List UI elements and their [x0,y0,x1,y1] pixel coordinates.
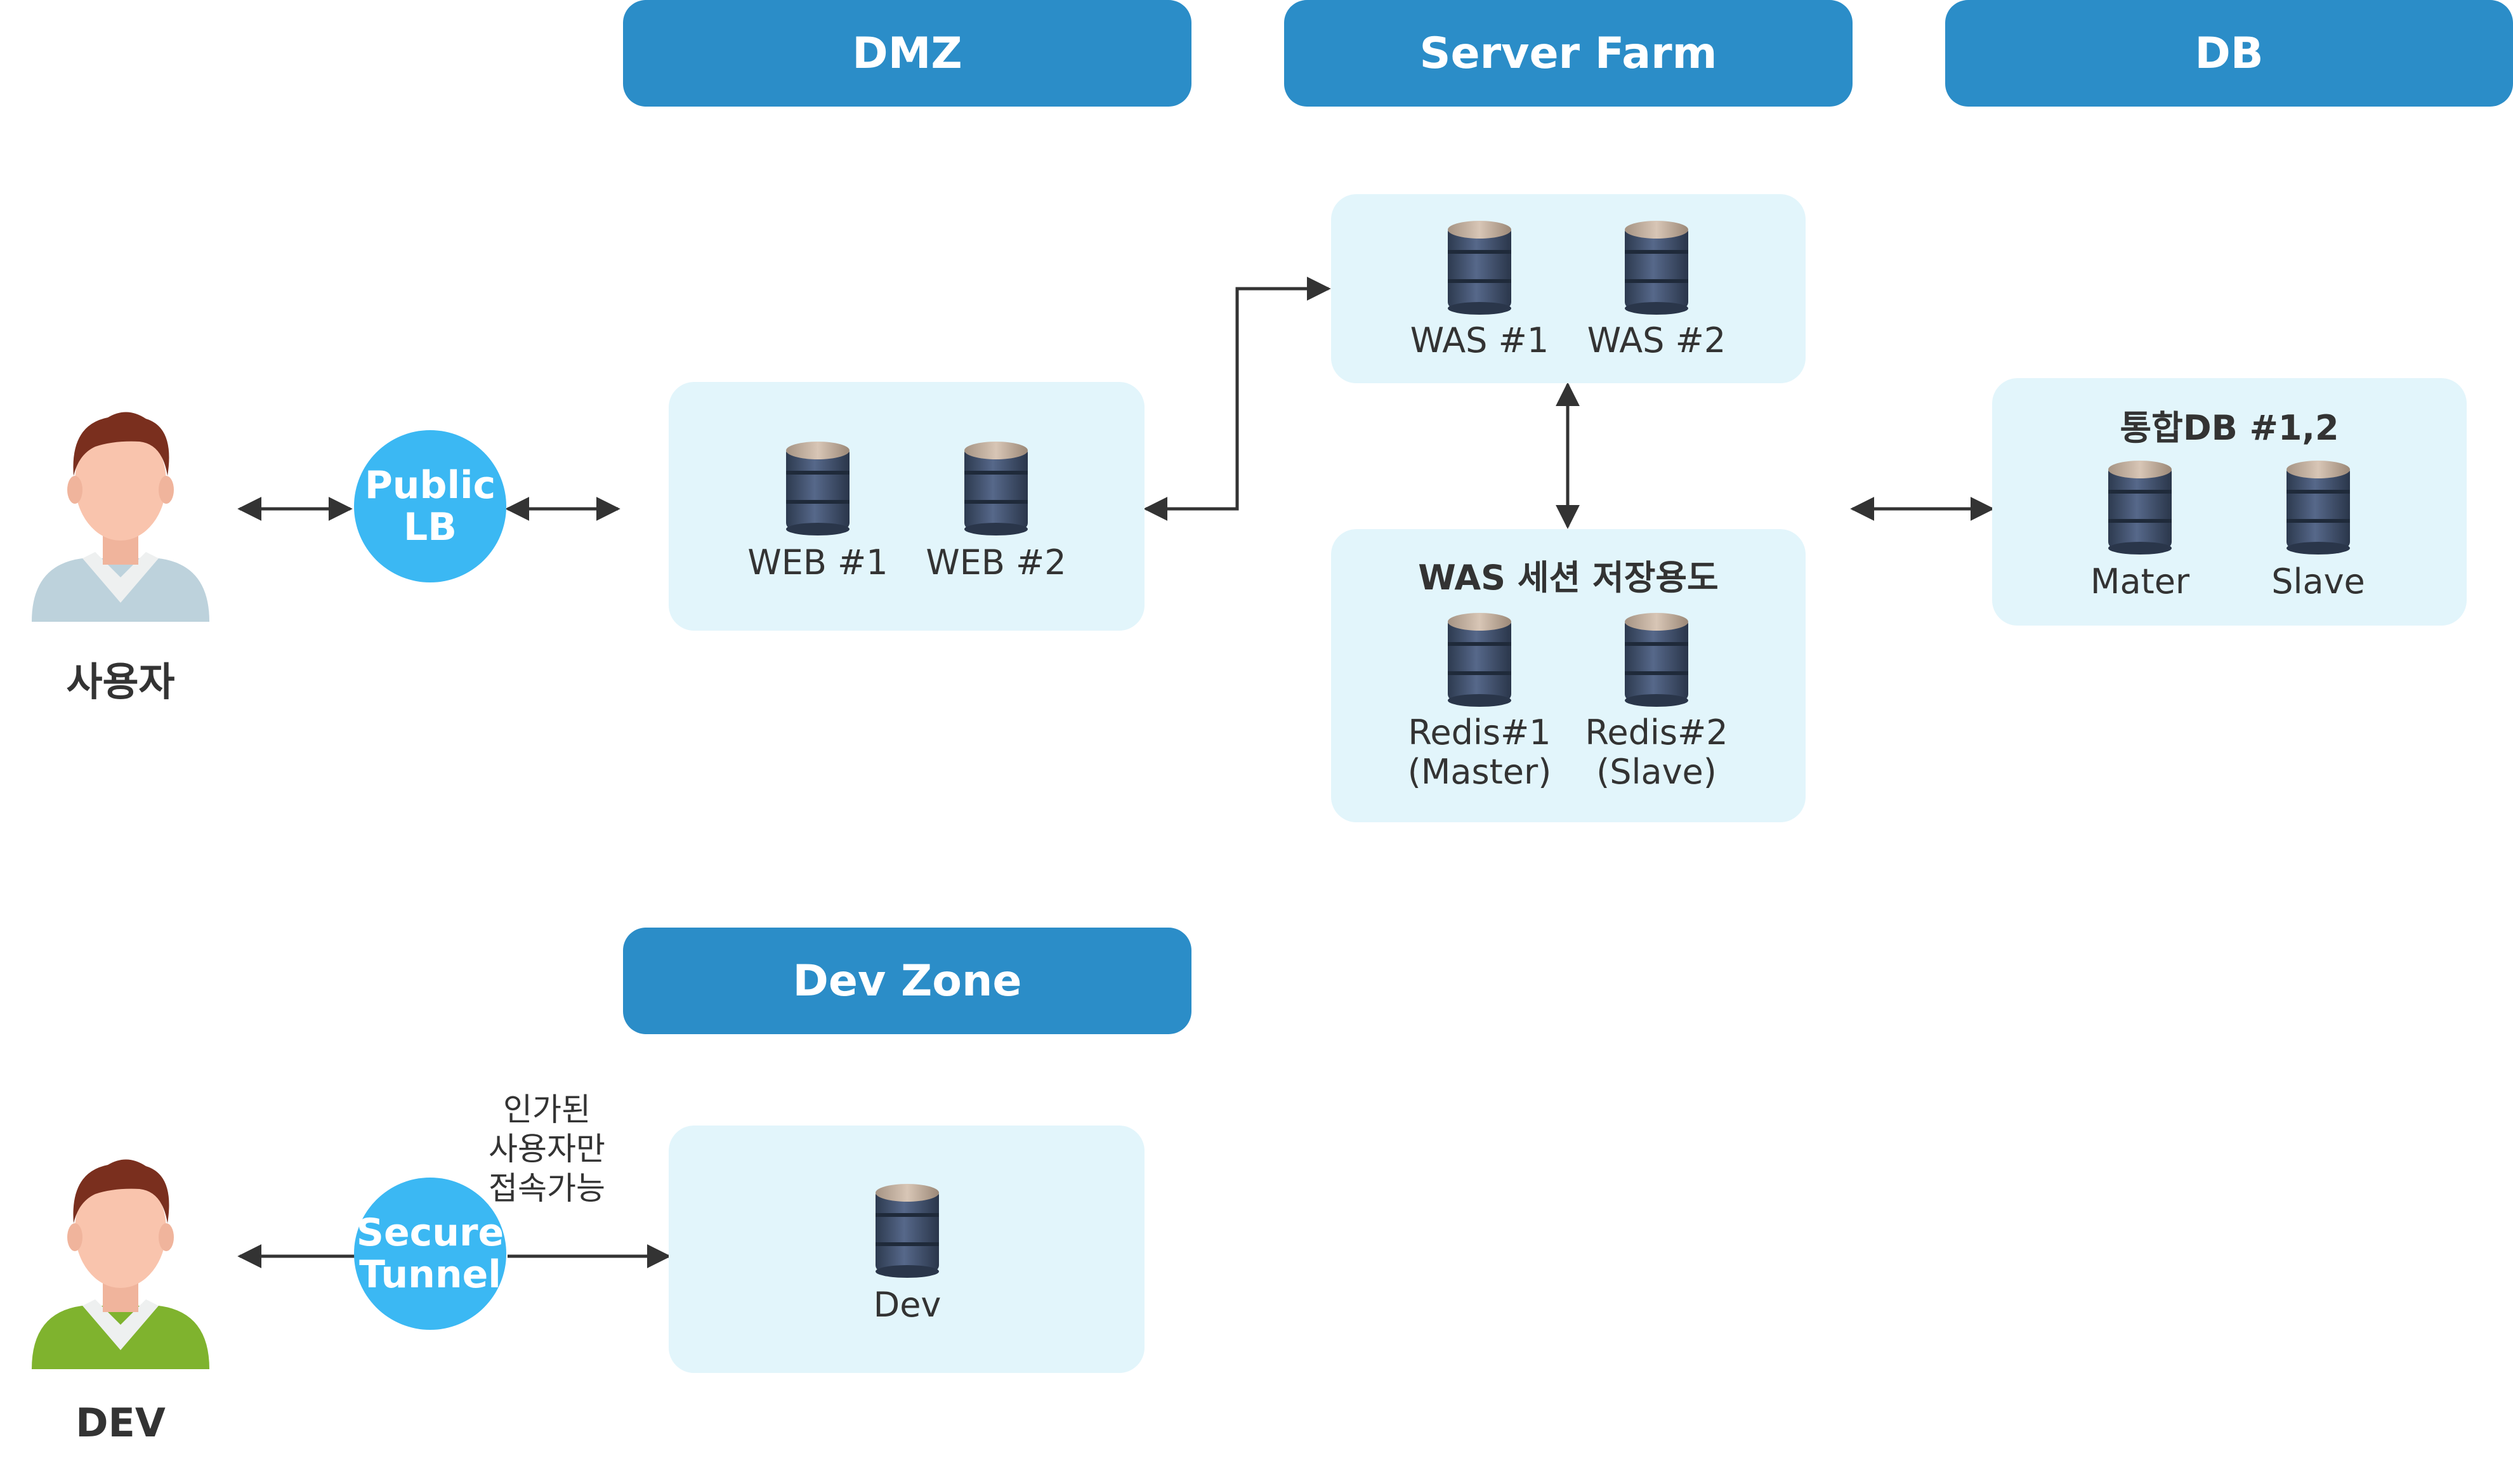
tunnel-note-line3: 접속가능 [489,1170,605,1207]
redis2-role: (Slave) [1596,752,1717,792]
slave-db-label: Slave [2271,561,2365,601]
was2-label: WAS #2 [1587,320,1726,360]
tunnel-note-line2: 사용자만 [489,1131,605,1167]
tunnel-note-line1: 인가된 [503,1091,591,1128]
zone-header-dev-zone: Dev Zone [623,928,1191,1034]
redis-zone-panel [1331,529,1806,822]
dev-server-label: Dev [873,1285,942,1325]
redis2-name: Redis#2 [1585,712,1728,752]
database-cylinder-icon [2108,461,2172,555]
database-cylinder-icon [964,442,1028,535]
person-avatar-icon [32,412,209,622]
secure-tunnel-node: Secure Tunnel [354,1178,506,1330]
was-zone-panel [1331,194,1806,383]
redis1-label: Redis#1 (Master) [1384,713,1575,792]
zone-header-dmz: DMZ [623,0,1191,107]
arrow-web-was [1143,277,1331,521]
database-cylinder-icon [1625,613,1688,707]
public-lb-line1: Public [364,463,496,508]
public-lb-node: Public LB [354,430,506,582]
secure-tunnel-line1: Secure [356,1211,504,1255]
db-zone-panel [1992,378,2467,626]
redis1-name: Redis#1 [1408,712,1551,752]
zone-header-db: DB [1945,0,2513,107]
web-zone-panel [669,382,1145,631]
public-lb-line2: LB [404,505,457,549]
secure-tunnel-line2: Tunnel [359,1252,501,1297]
web2-label: WEB #2 [926,542,1066,582]
tunnel-access-note: 인가된 사용자만 접속가능 [452,1090,642,1208]
database-cylinder-icon [1625,221,1688,315]
dev-label: DEV [75,1400,166,1446]
redis-group-title: WAS 세션 저장용도 [1418,558,1719,598]
database-cylinder-icon [1448,221,1511,315]
user-label: 사용자 [66,659,175,705]
db-group-title: 통합DB #1,2 [2120,408,2339,448]
database-cylinder-icon [876,1184,939,1278]
zone-header-server-farm: Server Farm [1284,0,1853,107]
database-cylinder-icon [1448,613,1511,707]
was1-label: WAS #1 [1410,320,1549,360]
database-cylinder-icon [2287,461,2350,555]
connection-lines [237,277,1995,1268]
person-avatar-icon [32,1159,209,1369]
redis2-label: Redis#2 (Slave) [1561,713,1752,792]
web1-label: WEB #1 [747,542,888,582]
redis1-role: (Master) [1407,752,1552,792]
master-db-label: Mater [2090,561,2190,601]
database-cylinder-icon [786,442,850,535]
